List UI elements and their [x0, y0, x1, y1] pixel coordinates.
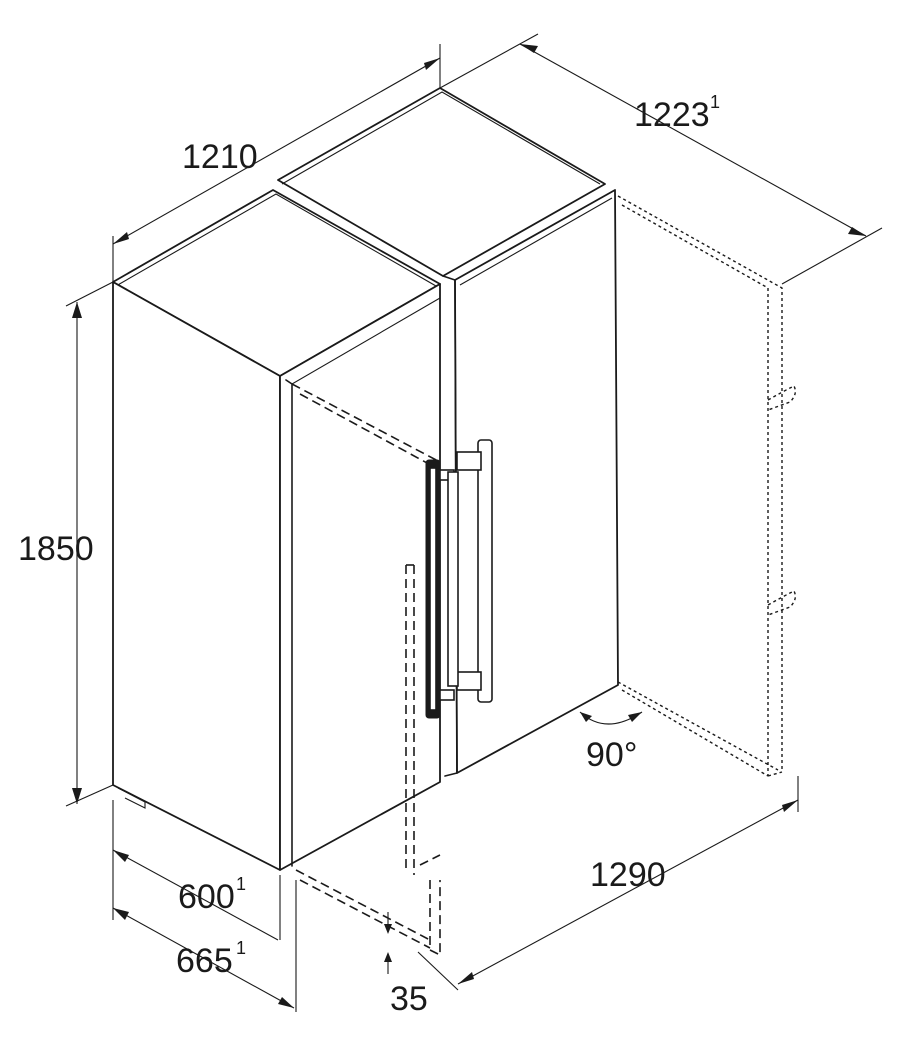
depth-door-footnote: 1 — [710, 92, 720, 112]
right-unit-top-edge — [281, 91, 601, 185]
right-unit — [277, 87, 619, 777]
clearance-label: 35 — [390, 980, 428, 1018]
left-door-gap — [291, 297, 441, 385]
width-label: 1210 — [182, 138, 258, 176]
left-unit-base — [117, 787, 146, 809]
right-door-handle — [477, 439, 493, 703]
left-unit-side — [112, 281, 281, 871]
depth-handle-dimension-line — [112, 907, 295, 1009]
dimension-labels: 1210 1223 1 1850 600 1 665 1 1290 90° 35 — [18, 92, 720, 1018]
left-unit-door — [279, 283, 441, 871]
left-door-open-outline — [291, 383, 441, 957]
depth-dimension-line — [112, 849, 279, 941]
right-door-inner-edge — [459, 197, 613, 286]
width-dimension-line — [112, 57, 441, 245]
left-unit — [112, 189, 441, 871]
depth-footnote: 1 — [236, 874, 246, 894]
dimension-lines — [65, 33, 883, 1012]
handles — [425, 439, 493, 719]
right-unit-top — [277, 87, 606, 277]
door-angle-label: 90° — [586, 736, 637, 774]
left-unit-top-edge — [115, 193, 437, 287]
depth-door-dimension-line — [519, 43, 867, 237]
open-width-dimension-line — [457, 799, 799, 985]
depth-label: 600 — [178, 878, 235, 916]
depth-handle-label: 665 — [176, 942, 233, 980]
right-door-open-outline — [617, 195, 797, 777]
open-width-label: 1290 — [590, 856, 666, 894]
depth-door-label: 1223 — [634, 96, 710, 134]
height-label: 1850 — [18, 530, 94, 568]
depth-handle-footnote: 1 — [236, 938, 246, 958]
